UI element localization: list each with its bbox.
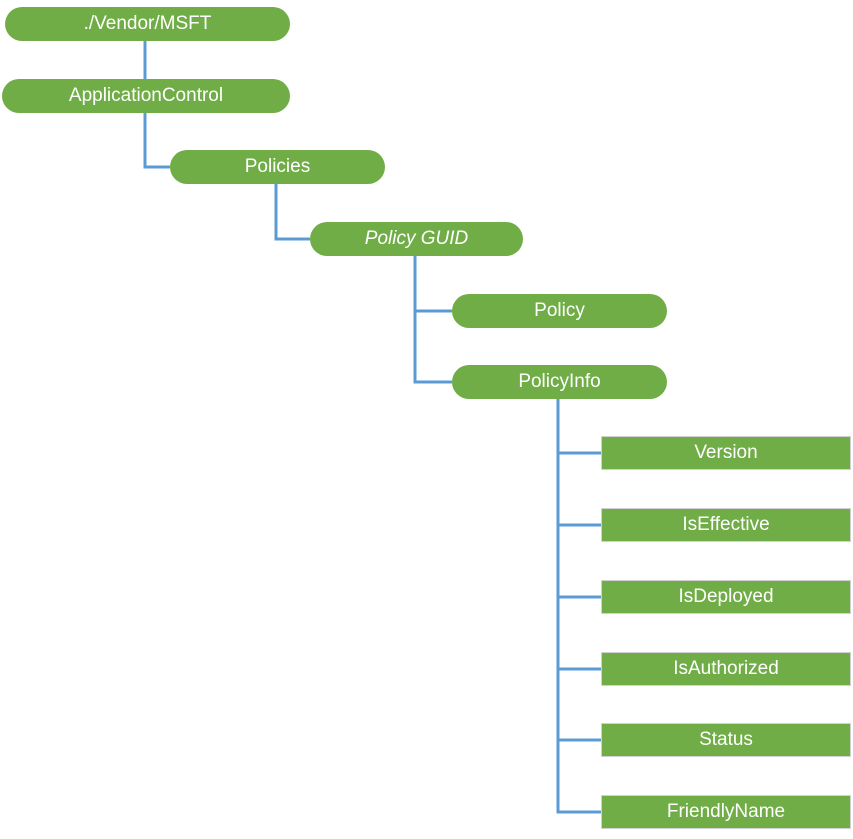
connector-policyinfo-to-friendlyname: [556, 399, 601, 814]
connector-policyinfo-to-isauthorized: [556, 399, 601, 671]
node-label-policies: Policies: [244, 155, 311, 177]
connector-policyinfo-to-iseffective: [556, 399, 601, 527]
node-policies[interactable]: Policies: [170, 150, 385, 184]
connector-policyguid-to-policy: [413, 256, 452, 313]
connector-policyguid-to-policyinfo: [413, 256, 452, 384]
node-status[interactable]: Status: [601, 723, 851, 757]
connector-policyinfo-to-version: [556, 399, 601, 455]
node-vendor-msft[interactable]: ./Vendor/MSFT: [5, 7, 290, 41]
connector-appcontrol-to-policies: [143, 113, 170, 169]
node-label-policy-guid: Policy GUID: [364, 227, 469, 249]
node-is-effective[interactable]: IsEffective: [601, 508, 851, 542]
node-friendly-name[interactable]: FriendlyName: [601, 795, 851, 829]
connector-policies-to-policyguid: [274, 184, 310, 241]
node-label-policy: Policy: [534, 299, 585, 321]
node-label-status: Status: [699, 728, 753, 750]
node-is-deployed[interactable]: IsDeployed: [601, 580, 851, 614]
node-policy-info[interactable]: PolicyInfo: [452, 365, 667, 399]
node-label-is-deployed: IsDeployed: [678, 585, 774, 607]
node-application-control[interactable]: ApplicationControl: [2, 79, 290, 113]
node-label-friendly-name: FriendlyName: [666, 800, 786, 822]
node-policy[interactable]: Policy: [452, 294, 667, 328]
node-is-authorized[interactable]: IsAuthorized: [601, 652, 851, 686]
connector-policyinfo-to-status: [556, 399, 601, 742]
node-label-policy-info: PolicyInfo: [518, 370, 601, 392]
node-label-version: Version: [694, 441, 758, 463]
connector-policyinfo-to-isdeployed: [556, 399, 601, 599]
node-label-is-authorized: IsAuthorized: [673, 657, 779, 679]
node-label-vendor-msft: ./Vendor/MSFT: [83, 12, 212, 34]
node-version[interactable]: Version: [601, 436, 851, 470]
node-label-is-effective: IsEffective: [682, 513, 770, 535]
node-policy-guid[interactable]: Policy GUID: [310, 222, 523, 256]
node-label-application-control: ApplicationControl: [68, 84, 224, 106]
